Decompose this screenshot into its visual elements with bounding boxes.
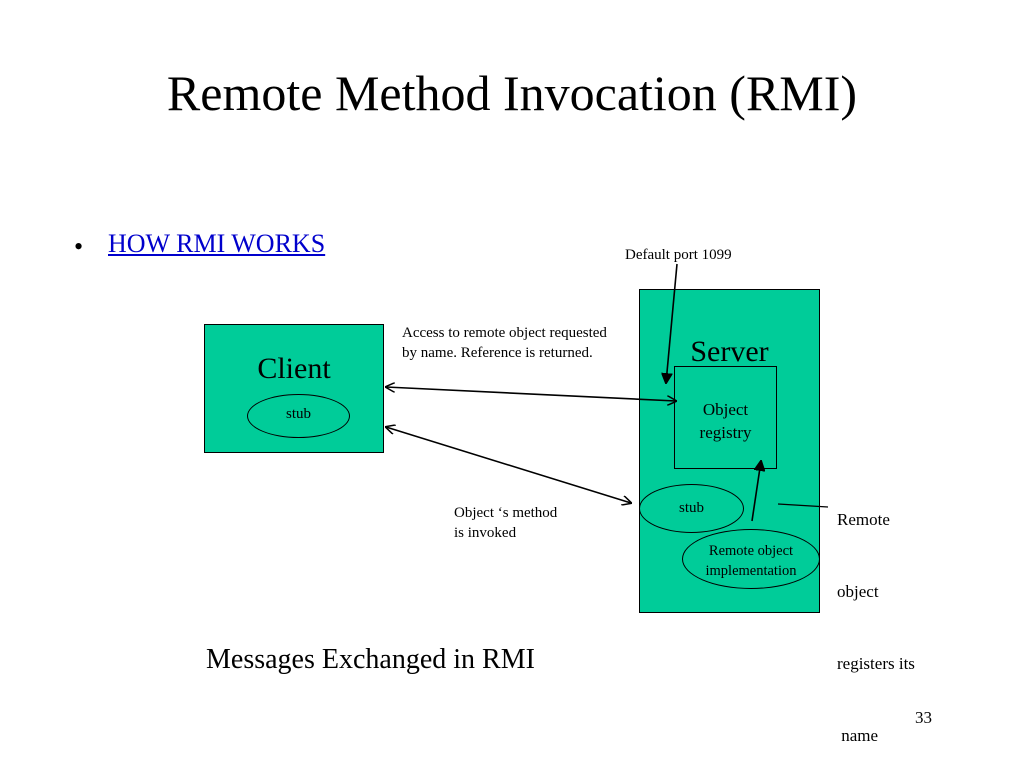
server-label: Server	[690, 335, 769, 368]
how-rmi-works-link[interactable]: HOW RMI WORKS	[108, 229, 326, 258]
method-call-arrow	[386, 427, 631, 503]
method-line-1: Object ‘s method	[454, 505, 558, 521]
impl-line-2: implementation	[705, 563, 797, 579]
access-annotation: Access to remote object requested by nam…	[402, 323, 607, 363]
object-registry-label: Object registry	[674, 398, 777, 444]
access-line-1: Access to remote object requested	[402, 325, 607, 341]
server-stub-label: stub	[678, 500, 704, 516]
default-port-annotation: Default port 1099	[625, 247, 732, 263]
client-label: Client	[257, 352, 331, 385]
registers-callout-line	[777, 503, 829, 508]
object-registry-box	[674, 366, 777, 469]
diagram-caption: Messages Exchanged in RMI	[206, 644, 535, 675]
object-registry-line-2: registry	[699, 423, 752, 442]
method-invoked-annotation: Object ‘s method is invoked	[454, 503, 557, 543]
register-arrow	[751, 461, 761, 522]
registers-line-3: registers its	[837, 654, 915, 673]
client-stub-label: stub	[285, 406, 311, 422]
slide-title: Remote Method Invocation (RMI)	[166, 65, 858, 121]
lookup-arrow	[386, 387, 676, 401]
registers-line-4: name	[837, 726, 879, 745]
registers-name-annotation: Remote object registers its name	[837, 460, 915, 772]
remote-object-implementation-label: Remote object implementation	[682, 541, 820, 581]
registers-line-1: Remote	[837, 510, 890, 529]
method-line-2: is invoked	[454, 525, 517, 541]
impl-line-1: Remote object	[708, 543, 794, 559]
access-line-2: by name. Reference is returned.	[402, 345, 593, 361]
bullet-marker: •	[74, 232, 84, 261]
object-registry-line-1: Object	[702, 400, 749, 419]
server-stub-ellipse	[639, 484, 744, 533]
page-number: 33	[915, 708, 932, 727]
default-port-pointer	[666, 263, 678, 383]
registers-line-2: object	[837, 582, 879, 601]
remote-object-implementation-ellipse	[682, 529, 820, 589]
client-stub-ellipse	[247, 394, 350, 438]
